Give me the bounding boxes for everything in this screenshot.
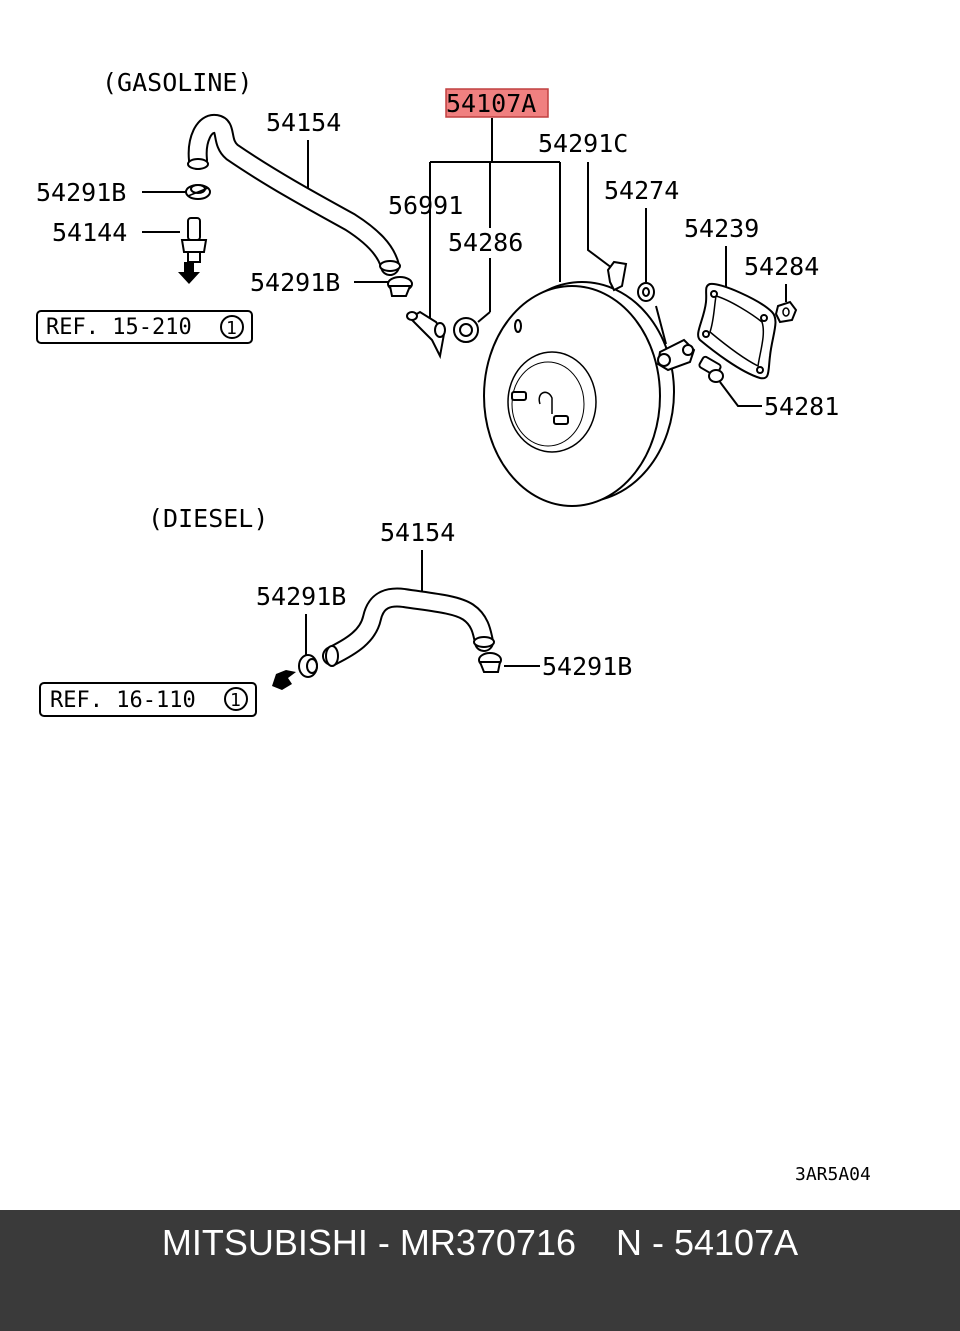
- footer-part-info: MITSUBISHI - MR370716 N - 54107A: [161, 1222, 799, 1263]
- label-54284: 54284: [744, 252, 819, 281]
- vacuum-fitting: [180, 217, 208, 263]
- brake-booster: [483, 281, 675, 507]
- parts-diagram: (GASOLINE) 54154 54291B 54144 54291B REF…: [36, 68, 871, 1185]
- ref-number-diesel: 1: [230, 690, 241, 711]
- label-54291b-diesel-right: 54291B: [542, 652, 632, 681]
- vacuum-hose-gasoline: [187, 114, 401, 276]
- label-54286: 54286: [448, 228, 523, 257]
- label-56991: 56991: [388, 191, 463, 220]
- drawing-code: 3AR5A04: [795, 1164, 871, 1185]
- gasket: [697, 282, 777, 380]
- ref-text-diesel: REF. 16-110: [50, 688, 196, 713]
- ref-number-gasoline: 1: [226, 318, 237, 339]
- hose-clip-gas-top: [185, 184, 211, 200]
- direction-arrow-down-icon: [178, 262, 200, 284]
- bolt: [698, 355, 724, 383]
- hose-clip-gas-mid: [387, 276, 413, 297]
- label-54281: 54281: [764, 392, 839, 421]
- direction-arrow-left-icon: [272, 670, 296, 690]
- check-valve: [406, 310, 446, 360]
- label-54154-gasoline: 54154: [266, 108, 341, 137]
- label-54291b-gas-mid: 54291B: [250, 268, 340, 297]
- ref-text-gasoline: REF. 15-210: [46, 315, 192, 340]
- label-54291c: 54291C: [538, 129, 628, 158]
- push-rod-clevis: [655, 305, 696, 372]
- gasoline-section-label: (GASOLINE): [102, 68, 253, 97]
- grommet: [453, 317, 479, 343]
- highlight-box: [445, 88, 549, 118]
- label-54291b-gas-top: 54291B: [36, 178, 126, 207]
- footer-bar: [0, 1210, 960, 1331]
- label-54154-diesel: 54154: [380, 518, 455, 547]
- label-54107a-highlighted[interactable]: 54107A: [446, 89, 536, 118]
- hose-clip-diesel-right: [478, 652, 502, 673]
- reference-box-diesel: REF. 16-110 1: [39, 682, 257, 717]
- label-54239: 54239: [684, 214, 759, 243]
- label-54274: 54274: [604, 176, 679, 205]
- spring-clip: [606, 260, 628, 292]
- diesel-section-label: (DIESEL): [148, 504, 268, 533]
- vacuum-hose-diesel: [322, 587, 495, 667]
- reference-box-gasoline: REF. 15-210 1: [36, 310, 253, 344]
- nut: [774, 300, 798, 324]
- label-54291b-diesel-left: 54291B: [256, 582, 346, 611]
- washer: [637, 282, 655, 302]
- hose-clip-diesel-left: [298, 654, 318, 678]
- label-54144: 54144: [52, 218, 127, 247]
